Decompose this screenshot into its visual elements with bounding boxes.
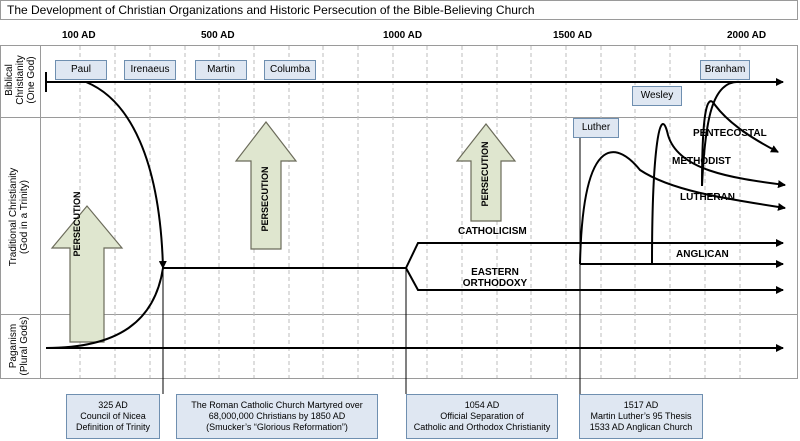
era-biblical: Biblical Christianity (One God): [4, 55, 37, 105]
lutheran-curve: [579, 151, 786, 265]
band-traditional: [0, 117, 798, 315]
person-branham: Branham: [700, 60, 750, 80]
label-catholicism: CATHOLICISM: [458, 226, 527, 237]
orthodoxy-line: [405, 267, 784, 294]
persecution-label-2: PERSECUTION: [260, 166, 270, 232]
persecution-arrow-1: [50, 205, 124, 343]
person-wesley: Wesley: [632, 86, 682, 106]
label-pentecostal: PENTECOSTAL: [693, 128, 767, 139]
year-100: 100 AD: [62, 30, 96, 41]
person-paul: Paul: [55, 60, 107, 80]
label-methodist: METHODIST: [672, 156, 731, 167]
label-eastern-orthodoxy: EASTERN ORTHODOXY: [462, 267, 528, 289]
year-2000: 2000 AD: [727, 30, 767, 41]
pentecostal-curve: [701, 100, 779, 187]
catholicism-line: [405, 239, 784, 269]
person-columba: Columba: [264, 60, 316, 80]
pagan-to-nicea-curve: [45, 267, 164, 349]
branham-recovery-curve: [701, 80, 741, 187]
biblical-to-nicea-curve: [85, 81, 167, 269]
persecution-arrow-2: [234, 121, 298, 250]
person-luther: Luther: [573, 118, 619, 138]
year-500: 500 AD: [201, 30, 235, 41]
person-irenaeus: Irenaeus: [124, 60, 176, 80]
era-traditional: Traditional Christianity (God in a Trini…: [8, 167, 30, 267]
persecution-label-3: PERSECUTION: [480, 141, 490, 207]
era-paganism: Paganism (Plural Gods): [8, 316, 30, 376]
diagram-title: The Development of Christian Organizatio…: [0, 0, 798, 20]
person-martin: Martin: [195, 60, 247, 80]
persecution-arrow-3: [455, 123, 517, 222]
label-anglican: ANGLICAN: [676, 249, 729, 260]
year-1500: 1500 AD: [553, 30, 593, 41]
methodist-curve: [651, 123, 786, 265]
band-paganism: [0, 314, 798, 379]
label-lutheran: LUTHERAN: [680, 192, 735, 203]
year-1000: 1000 AD: [383, 30, 423, 41]
persecution-label-1: PERSECUTION: [72, 191, 82, 257]
